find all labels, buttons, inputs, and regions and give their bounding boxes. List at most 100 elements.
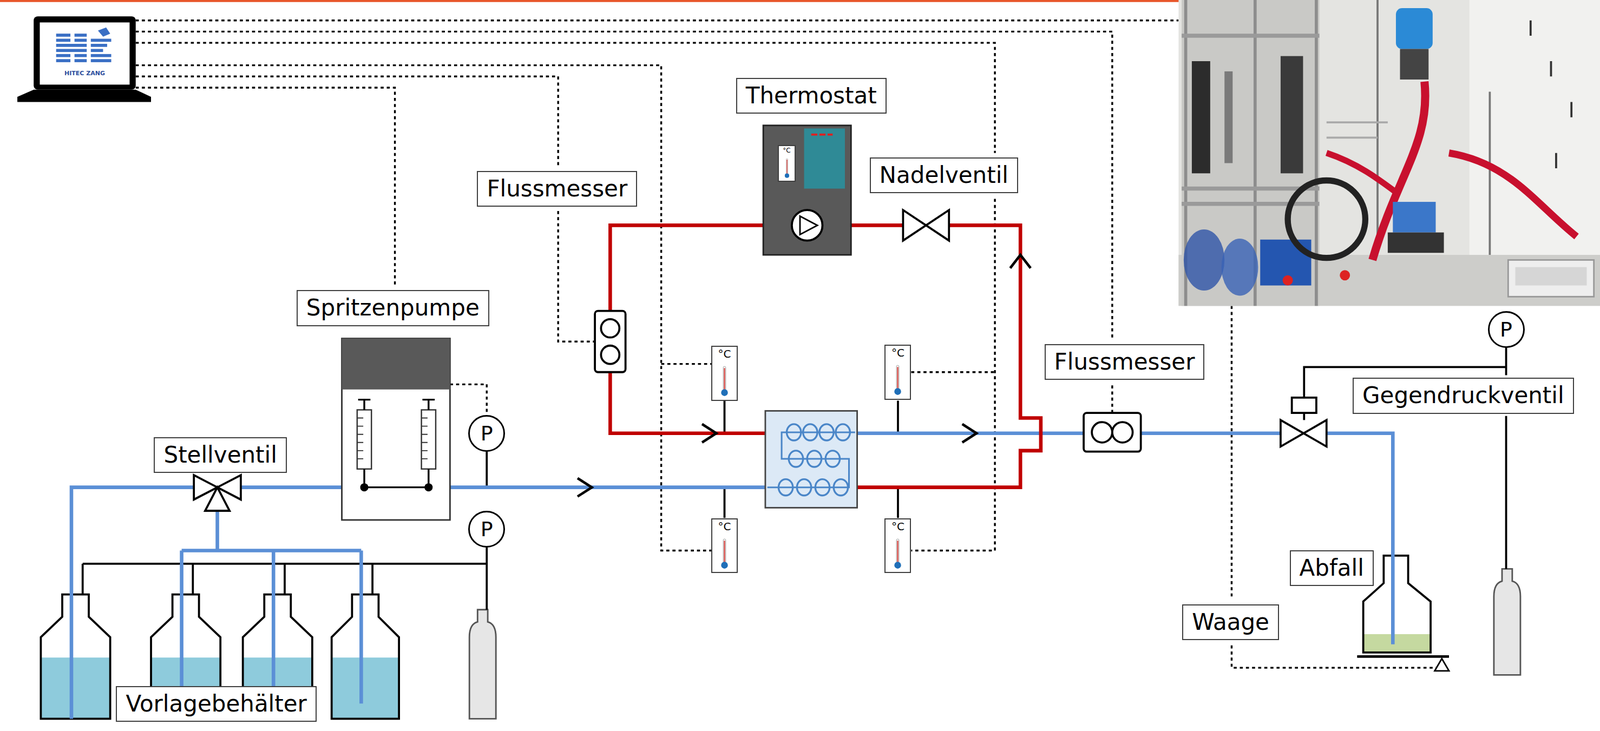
gas-lines-part <box>896 401 900 434</box>
lab-photo-part <box>1287 180 1366 259</box>
lab-photo-part <box>1280 56 1303 174</box>
scale-symbol <box>1356 656 1449 671</box>
vessels <box>40 555 1431 719</box>
node-label: Abfall <box>1299 554 1365 582</box>
laptop-symbol-part <box>33 16 136 90</box>
flowmeter-symbols-part <box>600 319 620 338</box>
reactor-symbol-part-part <box>796 479 811 496</box>
laptop-symbol <box>17 16 152 102</box>
reactor-symbol-part-part <box>833 479 848 496</box>
syringe-pump-symbol-part <box>342 338 451 390</box>
lab-photo-part <box>1530 20 1572 169</box>
liquid-pipes-part <box>181 548 362 553</box>
signal-wires-part <box>661 363 713 365</box>
label-box: Vorlagebehälter <box>115 686 317 723</box>
syringe-pump-symbol-part <box>424 483 433 492</box>
lab-photo-part <box>1282 275 1294 286</box>
liquid-pipes-part <box>179 550 184 704</box>
flowmeter-symbols-part <box>594 311 626 373</box>
thermostat-symbol-part <box>800 215 818 235</box>
lab-photo-part <box>1377 0 1490 255</box>
laptop-symbol-part-part <box>56 38 71 43</box>
thermostat-symbol-part <box>763 125 851 255</box>
label-box: Stellventil <box>153 437 287 474</box>
gas-cylinders <box>469 568 1521 719</box>
lab-photo-part <box>1339 270 1350 281</box>
reactor-symbol-part-part <box>778 479 793 496</box>
laptop-symbol-part-part <box>90 58 112 63</box>
three-way-valve-symbol-part <box>205 487 230 511</box>
liquid-pipes <box>71 433 1393 720</box>
thermostat-symbol <box>763 125 851 255</box>
laptop-symbol-part <box>40 22 130 85</box>
thermometer-column <box>897 367 900 392</box>
vessels-part <box>1363 634 1431 653</box>
label-box: Flussmesser <box>1044 344 1205 380</box>
node-label: °C <box>778 146 796 155</box>
scale-symbol-part <box>1356 655 1449 659</box>
flowmeter-symbols-part <box>600 345 620 365</box>
reactor-symbol-part-part <box>807 450 822 468</box>
liquid-pipes-part <box>857 431 1085 436</box>
label-box: Spritzenpumpe <box>296 290 490 326</box>
thermometer-tube <box>723 539 726 565</box>
signal-wires-part <box>135 31 1113 340</box>
lab-photo-part <box>1221 238 1259 297</box>
lab-photo-part <box>1448 153 1577 238</box>
liquid-pipes-part <box>71 487 194 720</box>
gas-lines-part <box>371 564 374 595</box>
liquid-pipes-part <box>449 485 766 490</box>
liquid-pipes-part <box>240 485 343 490</box>
node-label: Flussmesser <box>486 175 628 202</box>
gas-lines-part <box>1505 348 1508 376</box>
reactor-symbol-part-part <box>825 450 840 468</box>
pressure-gauge: P <box>468 415 506 452</box>
back-pressure-valve-symbol <box>1280 397 1327 447</box>
liquid-pipes-part <box>215 509 220 551</box>
node-label: °C <box>885 519 910 533</box>
thermostat-symbol-part <box>791 210 823 241</box>
back-pressure-valve-symbol-part <box>1280 420 1327 447</box>
thermometer-box: °C <box>711 518 738 574</box>
node-label: P <box>1499 319 1513 340</box>
node-label: Gegendruckventil <box>1362 382 1565 409</box>
signal-wires-part <box>135 42 995 153</box>
thermometer-tube <box>896 539 900 565</box>
gas-lines-part <box>1505 416 1508 570</box>
gas-cylinders-part <box>1493 568 1521 675</box>
laptop-symbol-part-part <box>90 54 112 58</box>
thermostat-symbol-part <box>827 133 833 136</box>
laptop-symbol-part-part <box>90 48 104 52</box>
lab-photo-part <box>1178 0 1600 306</box>
laptop-symbol-part-part <box>74 38 88 43</box>
syringe-pump-symbol-part-part <box>357 418 364 459</box>
node-label: Nadelventil <box>879 161 1009 189</box>
gas-lines-part <box>283 564 286 595</box>
reactor-symbol-part <box>765 410 858 508</box>
gas-lines-part <box>81 564 84 595</box>
thermometer-column <box>723 368 726 393</box>
thermometer-box: °C <box>711 345 738 402</box>
lab-photo-part <box>1224 71 1233 164</box>
signal-wires-part <box>1111 385 1113 413</box>
syringe-pump-symbol <box>342 338 451 521</box>
reactor-symbol-part-part <box>786 424 801 441</box>
signal-wires-part <box>910 198 995 551</box>
signal-wires-part <box>910 371 995 373</box>
flow-arrows-part <box>1010 254 1031 268</box>
signal-wires-part <box>135 76 559 167</box>
lab-photo-part <box>1400 48 1429 80</box>
thermostat-symbol-part <box>811 133 818 136</box>
signal-wires-part <box>135 87 396 287</box>
pressure-gauge: P <box>468 510 506 548</box>
syringe-pump-symbol-part-part <box>421 418 428 459</box>
lab-photo-part <box>1181 0 1320 306</box>
laptop-symbol-part-part <box>56 54 71 58</box>
lab-photo-part <box>1183 229 1225 291</box>
vessels-part <box>40 657 110 719</box>
syringe-pump-symbol-part <box>357 409 436 469</box>
lab-photo-part <box>1326 122 1388 138</box>
gas-lines-part <box>723 487 726 519</box>
laptop-symbol-part <box>17 89 152 103</box>
